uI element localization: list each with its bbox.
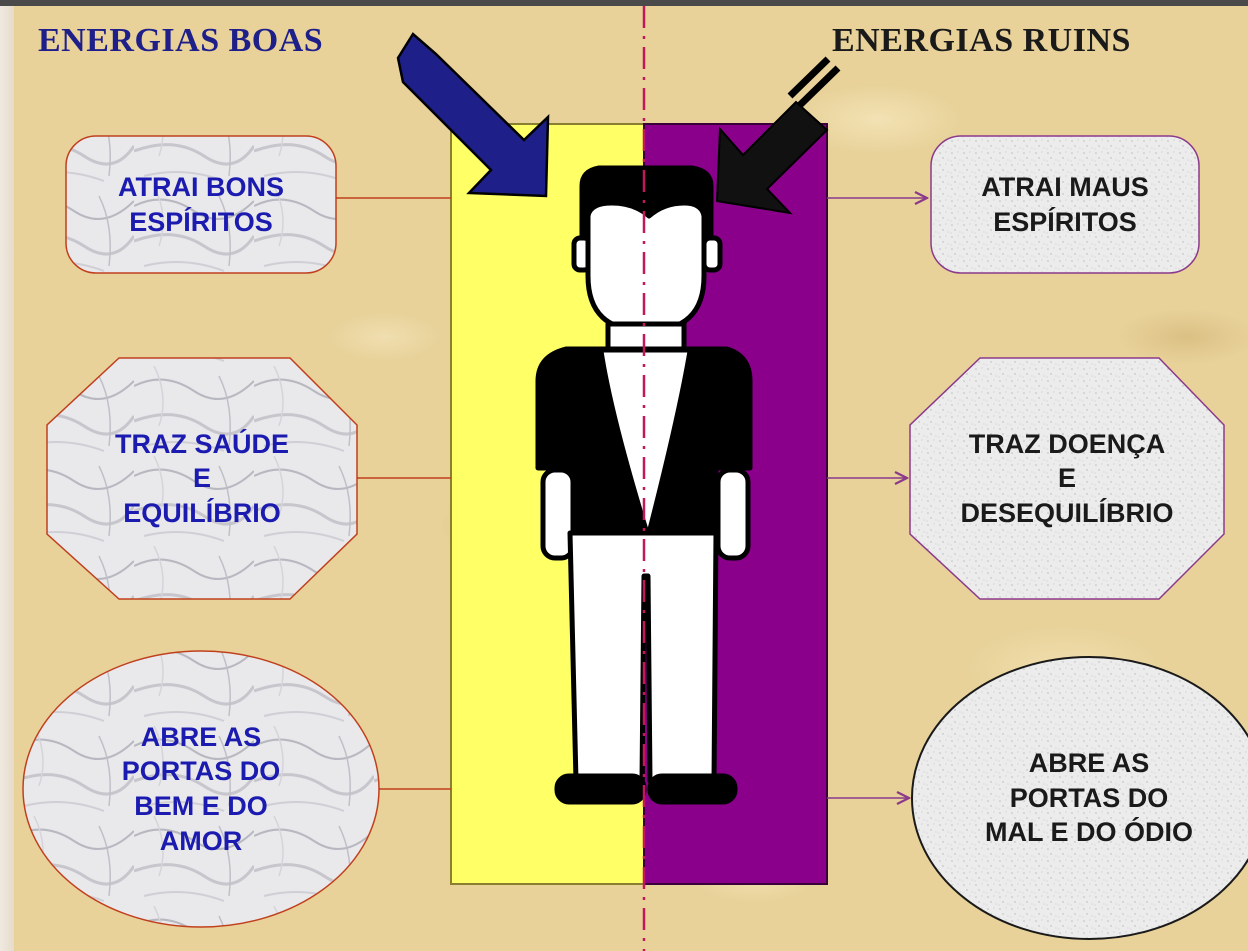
good-box-3-label: ABRE AS PORTAS DO BEM E DO AMOR xyxy=(121,721,281,856)
arrow-down-right-icon xyxy=(396,32,550,198)
arrow-down-left-icon xyxy=(715,56,841,215)
good-box-2-shape xyxy=(46,357,358,600)
bad-box-1-label: ATRAI MAUS ESPÍRITOS xyxy=(981,171,1149,237)
bad-box-1-shape xyxy=(930,135,1200,274)
heading-bad-energies: ENERGIAS RUINS xyxy=(832,22,1131,59)
right-connectors xyxy=(827,198,927,798)
diagram-graphics xyxy=(22,6,1248,951)
page-top-border xyxy=(0,0,1248,6)
person-figure-icon xyxy=(535,165,753,805)
page-left-margin xyxy=(0,0,14,951)
bad-box-2-shape xyxy=(909,357,1225,600)
bad-box-3-label: ABRE AS PORTAS DO MAL E DO ÓDIO xyxy=(984,748,1193,848)
good-box-2-label: TRAZ SAÚDE E EQUILÍBRIO xyxy=(115,428,289,528)
good-box-3-shape xyxy=(22,650,380,928)
bad-box-3-shape xyxy=(911,656,1248,940)
diagram-canvas: ENERGIAS BOAS ENERGIAS RUINS ATRAI BONS … xyxy=(14,6,1248,951)
bad-box-2-label: TRAZ DOENÇA E DESEQUILÍBRIO xyxy=(960,428,1174,528)
heading-good-energies: ENERGIAS BOAS xyxy=(38,22,324,59)
left-connectors xyxy=(336,198,451,789)
good-box-1-shape xyxy=(65,135,337,274)
good-box-1-label: ATRAI BONS ESPÍRITOS xyxy=(118,171,284,237)
